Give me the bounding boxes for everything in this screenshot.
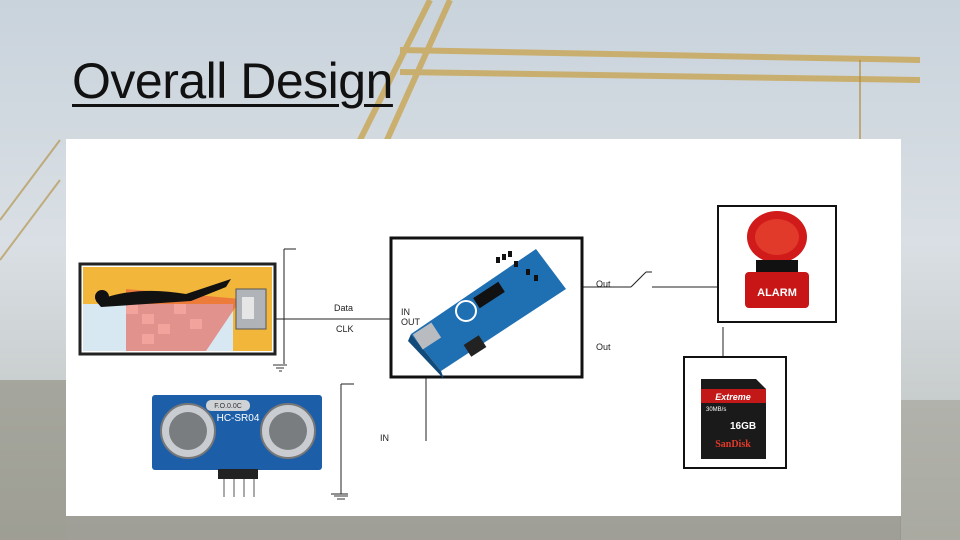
diagram-panel: F.O.0.0C HC-SR04: [66, 139, 901, 516]
in-label-bottom: IN: [380, 433, 389, 443]
data-label: Data: [334, 303, 354, 313]
sd-card: Extreme 30MB/s 16GB SanDisk: [683, 356, 787, 469]
block-diagram: F.O.0.0C HC-SR04: [78, 205, 837, 500]
in-label-top: IN: [401, 307, 410, 317]
arduino-board: [389, 236, 584, 379]
clk-label: CLK: [336, 324, 354, 334]
sensor-model-label: HC-SR04: [217, 413, 260, 424]
out-label-top: OUT: [401, 317, 420, 327]
sd-brand-top: Extreme: [715, 392, 751, 402]
alarm-device: ALARM: [717, 205, 837, 323]
out-switch-label: Out: [596, 279, 611, 289]
wires: [274, 248, 724, 495]
sd-brand: SanDisk: [715, 439, 751, 450]
out-lower-label: Out: [596, 342, 611, 352]
sd-speed: 30MB/s: [706, 407, 726, 413]
page-title: Overall Design: [72, 53, 393, 109]
ground-symbol: [273, 364, 287, 372]
ultrasonic-sensor: F.O.0.0C HC-SR04: [152, 395, 322, 497]
sensor-crystal-label: F.O.0.0C: [214, 403, 242, 410]
sd-capacity: 16GB: [730, 421, 756, 432]
motion-sensor-illustration: [78, 262, 277, 356]
alarm-label: ALARM: [757, 287, 797, 299]
ground-symbol-2: [334, 495, 348, 500]
